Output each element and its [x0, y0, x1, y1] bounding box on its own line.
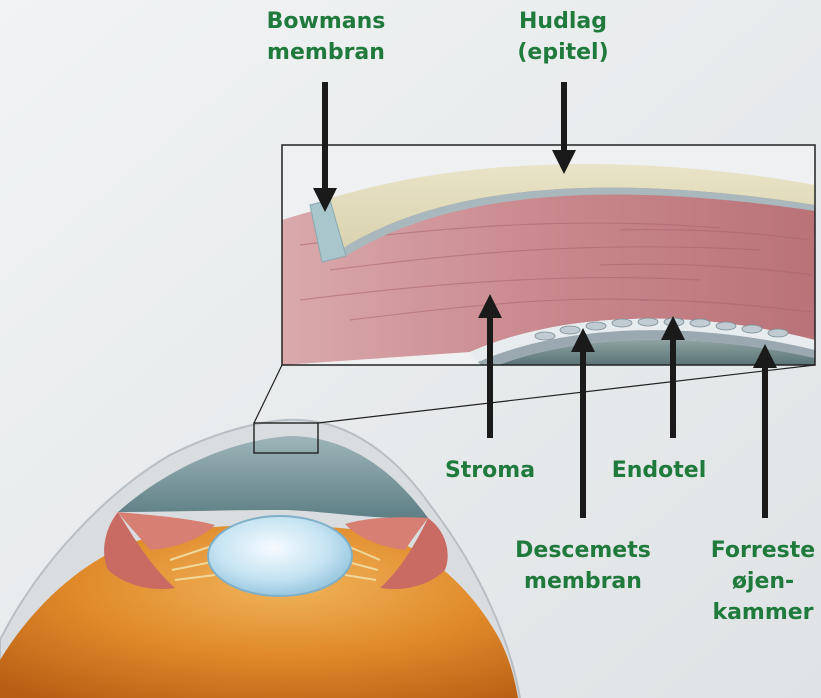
label-line: øjen- — [711, 566, 815, 597]
label-stroma: Stroma — [445, 455, 535, 486]
label-line: Forreste — [711, 535, 815, 566]
label-line: Hudlag — [517, 6, 608, 37]
label-bowmans-membran: Bowmans membran — [267, 6, 386, 68]
label-line: (epitel) — [517, 37, 608, 68]
label-line: Descemets — [515, 535, 651, 566]
label-line: membran — [515, 566, 651, 597]
label-descemets-membran: Descemets membran — [515, 535, 651, 597]
label-line: Endotel — [612, 455, 707, 486]
label-forreste-ojenkammer: Forreste øjen- kammer — [711, 535, 815, 628]
label-line: kammer — [711, 597, 815, 628]
label-endotel: Endotel — [612, 455, 707, 486]
label-line: Stroma — [445, 455, 535, 486]
label-line: membran — [267, 37, 386, 68]
label-line: Bowmans — [267, 6, 386, 37]
label-hudlag-epitel: Hudlag (epitel) — [517, 6, 608, 68]
magnified-cornea — [282, 145, 815, 370]
